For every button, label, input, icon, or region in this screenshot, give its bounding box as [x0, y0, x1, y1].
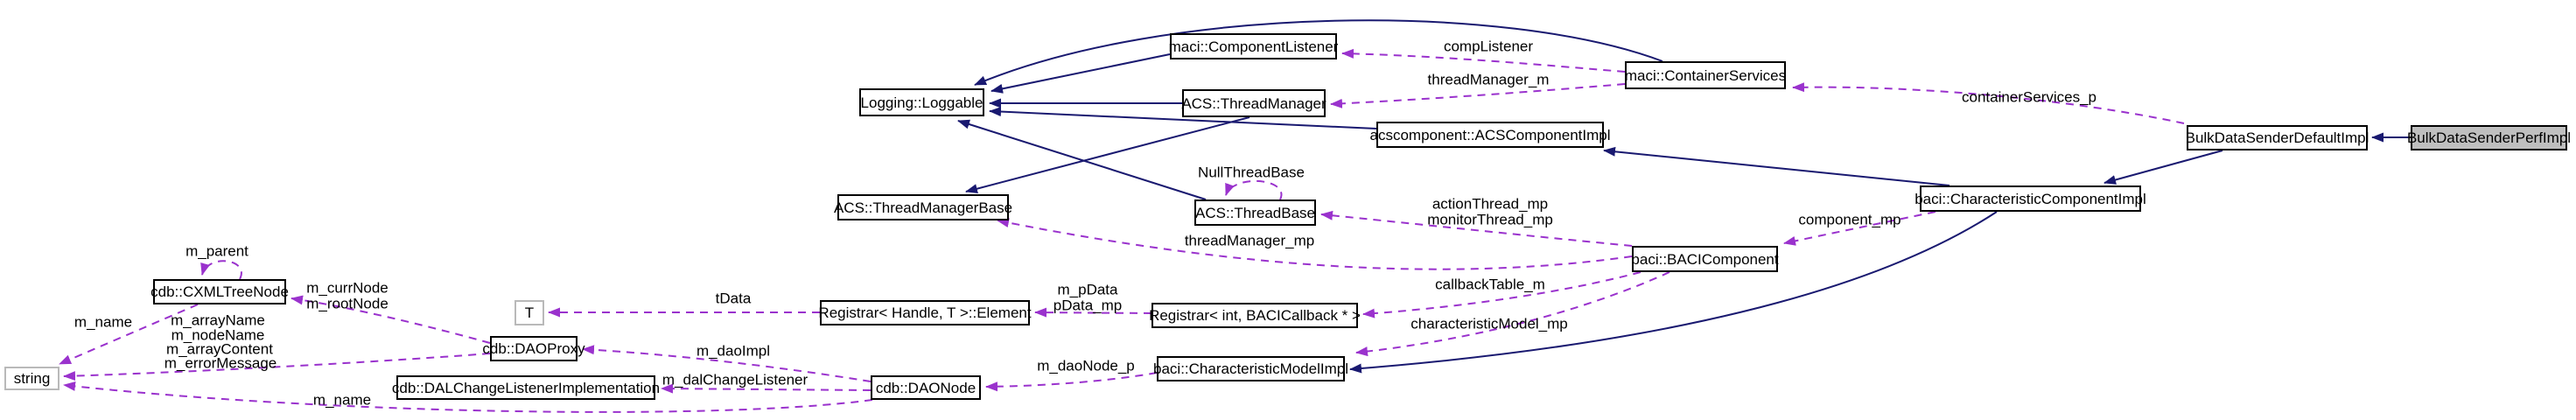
edge-registrarint-to-element	[1034, 307, 1152, 318]
edge-charcomponentimpl-to-bacicomponent	[1783, 211, 1936, 246]
edge-label-callbackTable_m: callbackTable_m	[1435, 276, 1545, 293]
edge-daonode-to-string	[63, 381, 873, 413]
edge-label-m_name_tree: m_name	[74, 313, 133, 331]
class-node-acs-component-impl[interactable]: acscomponent::ACSComponentImpl	[1370, 122, 1611, 148]
edge-label-threadManager_mp: threadManager_mp	[1184, 232, 1315, 249]
edge-label-monitorThread_mp: monitorThread_mp	[1427, 211, 1553, 228]
class-node-characteristic-model-impl[interactable]: baci::CharacteristicModelImpl	[1153, 356, 1348, 382]
edge-bacicomponent-to-registrarint	[1362, 271, 1642, 318]
edge-bacicomponent-to-threadbase	[1320, 210, 1633, 247]
edge-label-m_arrayContent: m_arrayContent	[166, 340, 273, 358]
edge-bulkdefault-to-containerservices	[1792, 82, 2185, 124]
edge-label-m_daoNode_p: m_daoNode_p	[1037, 357, 1135, 374]
edge-containerservices-to-loggable	[974, 19, 1663, 86]
class-node-loggable[interactable]: Logging::Loggable	[859, 88, 984, 116]
edge-daoproxy-to-string	[63, 353, 491, 382]
edge-threadbase-self-loop	[1225, 179, 1283, 200]
edge-label-m_dalChangeListener: m_dalChangeListener	[662, 371, 808, 388]
edge-label-threadManager_m: threadManager_m	[1427, 71, 1550, 88]
edge-charmodelimpl-to-daonode	[985, 372, 1158, 392]
edge-cxmltreenode-self-loop	[200, 260, 242, 280]
class-node-cxml-tree-node[interactable]: cdb::CXMLTreeNode	[150, 279, 289, 304]
edge-componentlistener-to-loggable	[990, 53, 1171, 94]
class-node-string: string	[4, 367, 60, 390]
edge-containerservices-to-componentlistener	[1341, 48, 1626, 73]
edge-bacicomponent-to-charmodelimpl	[1355, 271, 1670, 357]
edge-label-NullThreadBase: NullThreadBase	[1198, 164, 1305, 181]
class-node-t-param: T	[514, 300, 544, 326]
class-node-thread-manager[interactable]: ACS::ThreadManager	[1181, 89, 1326, 117]
class-node-dal-change-listener-implementation[interactable]: cdb::DALChangeListenerImplementation	[392, 375, 660, 400]
edge-label-tData: tData	[715, 290, 752, 307]
edge-label-m_name_daonode: m_name	[312, 391, 372, 409]
edge-cxmltreenode-to-string	[59, 304, 199, 365]
edge-containerservices-to-threadmanager	[1330, 83, 1626, 108]
edge-daonode-to-dalchangelistener	[661, 383, 872, 394]
class-node-bulkdata-sender-perf-impl: BulkDataSenderPerfImpl	[2407, 125, 2571, 150]
edge-label-containerServices_p: containerServices_p	[1961, 88, 2097, 106]
class-node-registrar-int-bacicallback[interactable]: Registrar< int, BACICallback * >	[1149, 303, 1361, 328]
edge-label-m_arrayName: m_arrayName	[171, 312, 265, 329]
class-node-dao-proxy[interactable]: cdb::DAOProxy	[482, 336, 585, 361]
edge-label-actionThread_mp: actionThread_mp	[1432, 195, 1549, 213]
edge-charcomponentimpl-to-charmodelimpl	[1349, 211, 1998, 374]
edge-label-pData_mp: pData_mp	[1053, 297, 1123, 314]
edge-label-m_parent: m_parent	[186, 242, 248, 260]
class-node-container-services[interactable]: maci::ContainerServices	[1625, 61, 1786, 89]
class-node-component-listener[interactable]: maci::ComponentListener	[1169, 33, 1338, 60]
class-node-baci-component[interactable]: baci::BACIComponent	[1631, 246, 1779, 272]
edge-label-m_currNode: m_currNode	[306, 279, 388, 297]
edge-bulkdefault-to-charcomponentimpl	[2104, 150, 2223, 185]
edge-label-compListener: compListener	[1443, 38, 1534, 55]
edge-acscomponentimpl-to-loggable	[989, 107, 1377, 130]
class-node-thread-base[interactable]: ACS::ThreadBase	[1194, 200, 1316, 226]
edge-label-m_rootNode: m_rootNode	[306, 295, 388, 312]
edge-label-m_nodeName: m_nodeName	[171, 326, 265, 344]
edge-threadmanager-to-threadmanagerbase	[965, 116, 1250, 194]
edge-threadbase-to-loggable	[957, 119, 1207, 200]
edge-daonode-to-daoproxy	[582, 345, 872, 382]
edge-charcomponentimpl-to-acscomponentimpl	[1603, 146, 1950, 186]
edge-label-m_errorMessage: m_errorMessage	[164, 354, 277, 372]
class-node-dao-node[interactable]: cdb::DAONode	[871, 375, 981, 400]
class-node-bulkdata-sender-default-impl[interactable]: BulkDataSenderDefaultImpl	[2186, 125, 2369, 150]
edge-bacicomponent-to-threadmanagerbase	[997, 218, 1633, 270]
edge-label-m_pData: m_pData	[1057, 281, 1118, 298]
class-node-characteristic-component-impl[interactable]: baci::CharacteristicComponentImpl	[1914, 186, 2146, 212]
edge-label-m_daoImpl: m_daoImpl	[696, 342, 771, 360]
edge-label-characteristicModel_mp: characteristicModel_mp	[1410, 315, 1568, 332]
class-node-thread-manager-base[interactable]: ACS::ThreadManagerBase	[834, 194, 1012, 220]
class-node-registrar-element[interactable]: Registrar< Handle, T >::Element	[818, 300, 1032, 326]
edge-label-component_mp: component_mp	[1798, 211, 1901, 228]
